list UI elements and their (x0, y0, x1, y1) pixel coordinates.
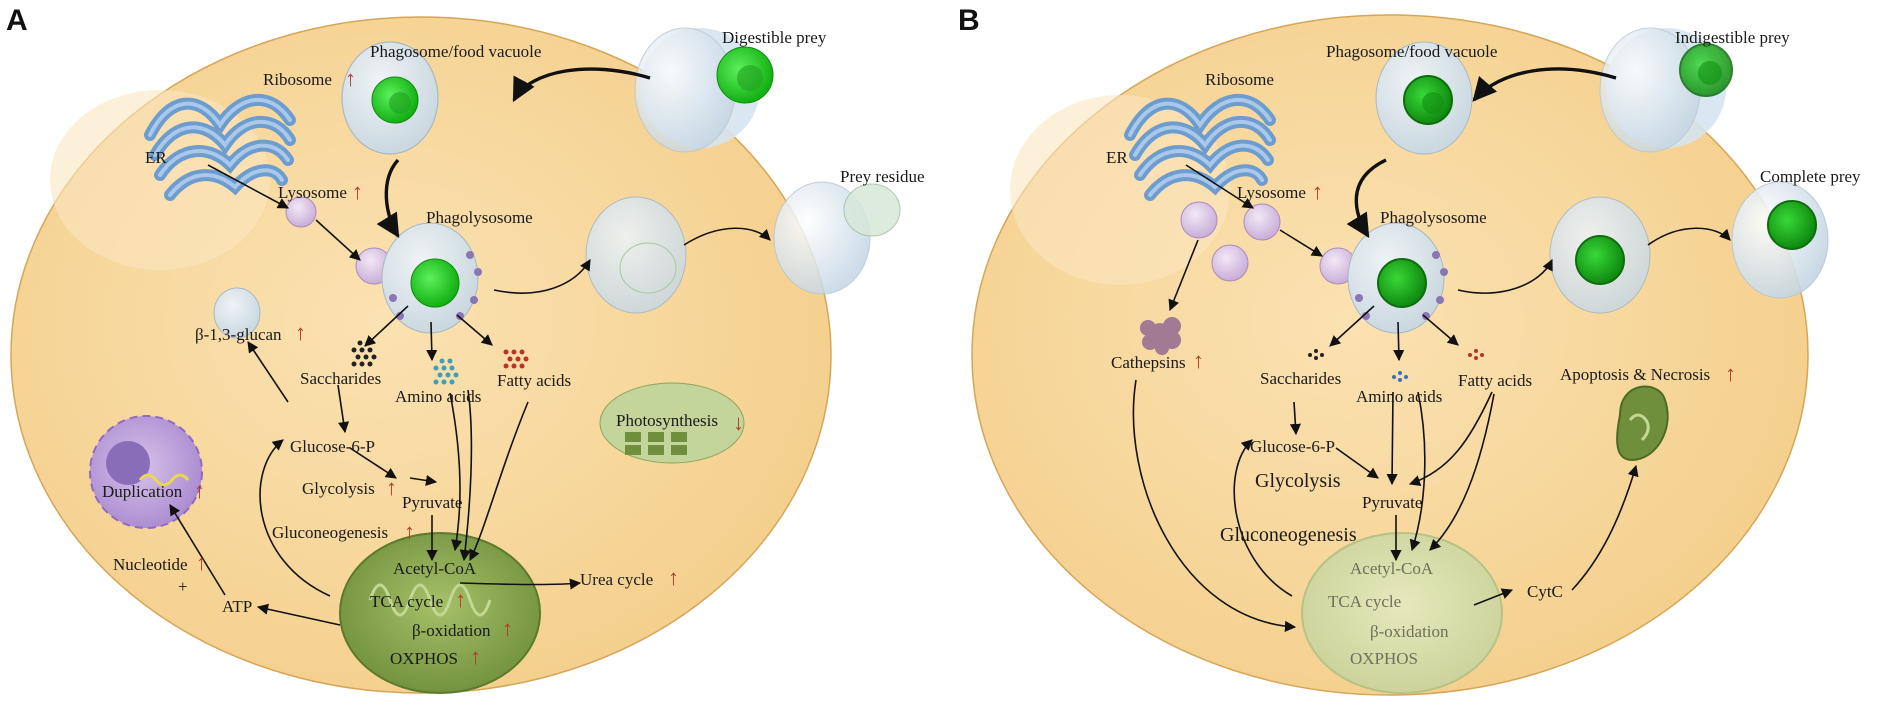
label-nucleotide: Nucleotide (113, 555, 188, 574)
prey-residue (773, 181, 901, 295)
label-tca-a: TCA cycle (370, 592, 443, 611)
lysosome-b (1180, 201, 1357, 285)
panel-a (10, 16, 901, 694)
glucan-vesicle (213, 287, 261, 339)
digestion-vacuole-a (585, 196, 687, 314)
label-oxphos-a: OXPHOS (390, 649, 458, 668)
label-fatty-acids-b: Fatty acids (1458, 371, 1532, 390)
label-lysosome-b: Lysosome (1237, 183, 1306, 202)
label-amino-acids-b: Amino acids (1356, 387, 1442, 406)
mitochondrion-a (339, 532, 541, 694)
label-fatty-acids-a: Fatty acids (497, 371, 571, 390)
phagolysosome-a (381, 222, 482, 334)
panel-b (971, 14, 1829, 696)
ribosome-up-a: ↑ (345, 66, 356, 91)
chloroplast-a (599, 382, 745, 464)
label-phagolysosome-b: Phagolysosome (1380, 208, 1487, 227)
label-ribosome-a: Ribosome (263, 70, 332, 89)
label-glycolysis-a: Glycolysis (302, 479, 375, 498)
label-apoptosis: Apoptosis & Necrosis (1560, 365, 1710, 384)
boxidation-up-a: ↑ (502, 616, 513, 641)
label-urea-cycle: Urea cycle (580, 570, 653, 589)
label-indigestible-prey: Indigestible prey (1675, 28, 1790, 47)
label-plus: + (178, 577, 188, 596)
phagolysosome-b (1347, 222, 1448, 334)
label-pyruvate-b: Pyruvate (1362, 493, 1422, 512)
label-duplication: Duplication (102, 482, 183, 501)
label-er-b: ER (1106, 148, 1128, 167)
label-oxphos-b: OXPHOS (1350, 649, 1418, 668)
label-phagolysosome-a: Phagolysosome (426, 208, 533, 227)
label-digestible-prey: Digestible prey (722, 28, 827, 47)
label-cytc: CytC (1527, 582, 1563, 601)
lysosome-up-a: ↑ (352, 179, 363, 204)
label-phagosome-b: Phagosome/food vacuole (1326, 42, 1497, 61)
panel-b-letter: B (958, 4, 980, 37)
amino-acid-dots-b (1392, 371, 1408, 382)
label-acetylcoa-b: Acetyl-CoA (1350, 559, 1434, 578)
label-boxidation-b: β-oxidation (1370, 622, 1449, 641)
mitochondrion-b (1301, 532, 1503, 694)
urea-up: ↑ (668, 565, 679, 590)
arrows-a (169, 67, 771, 626)
label-gluconeogenesis-b: Gluconeogenesis (1220, 524, 1357, 546)
er-organelle-a (144, 93, 296, 201)
apoptosis-up: ↑ (1725, 361, 1736, 386)
label-glycolysis-b: Glycolysis (1255, 470, 1341, 492)
label-photosynthesis: Photosynthesis (616, 411, 718, 430)
label-ribosome-b: Ribosome (1205, 70, 1274, 89)
saccharide-dots-b (1308, 349, 1324, 360)
label-glucan: β-1,3-glucan (195, 325, 282, 344)
label-acetylcoa-a: Acetyl-CoA (393, 559, 477, 578)
oxphos-up-a: ↑ (470, 644, 481, 669)
glucan-up: ↑ (295, 320, 306, 345)
phagosome-b (1375, 41, 1473, 155)
indigestible-prey (1599, 27, 1733, 153)
gluconeogenesis-up-a: ↑ (404, 519, 415, 544)
label-glucose6p-a: Glucose-6-P (290, 437, 375, 456)
amino-acid-dots-a (433, 358, 459, 385)
label-gluconeogenesis-a: Gluconeogenesis (272, 523, 388, 542)
lysosome-up-b: ↑ (1312, 179, 1323, 204)
label-phagosome-a: Phagosome/food vacuole (370, 42, 541, 61)
nucleotide-up: ↑ (196, 550, 207, 575)
damaged-chloroplast-b (1616, 385, 1669, 462)
fatty-acid-dots-b (1468, 349, 1484, 360)
er-organelle-b (1124, 93, 1276, 201)
label-atp: ATP (222, 597, 252, 616)
label-cathepsins: Cathepsins (1111, 353, 1186, 372)
exit-vacuole-b (1549, 196, 1651, 314)
fatty-acid-dots-a (503, 349, 529, 369)
tca-up-a: ↑ (455, 587, 466, 612)
panel-a-letter: A (6, 4, 28, 37)
complete-prey (1731, 181, 1829, 299)
label-complete-prey: Complete prey (1760, 167, 1861, 186)
arrows-b (1132, 67, 1731, 632)
label-saccharides-b: Saccharides (1260, 369, 1341, 388)
label-prey-residue: Prey residue (840, 167, 925, 186)
phagosome-a (341, 41, 439, 155)
label-saccharides-a: Saccharides (300, 369, 381, 388)
label-lysosome-a: Lysosome (278, 183, 347, 202)
photosynthesis-down: ↓ (733, 410, 744, 435)
duplication-cell (89, 415, 203, 529)
glycolysis-up-a: ↑ (386, 475, 397, 500)
label-er-a: ER (145, 148, 167, 167)
cathepsin-cluster (1140, 317, 1181, 355)
label-pyruvate-a: Pyruvate (402, 493, 462, 512)
label-tca-b: TCA cycle (1328, 592, 1401, 611)
label-glucose6p-b: Glucose-6-P (1250, 437, 1335, 456)
digestible-prey (634, 27, 774, 153)
label-amino-acids-a: Amino acids (395, 387, 481, 406)
cell-highlight-b (1010, 95, 1230, 285)
cathepsins-up: ↑ (1193, 348, 1204, 373)
duplication-up: ↑ (194, 478, 205, 503)
label-boxidation-a: β-oxidation (412, 621, 491, 640)
